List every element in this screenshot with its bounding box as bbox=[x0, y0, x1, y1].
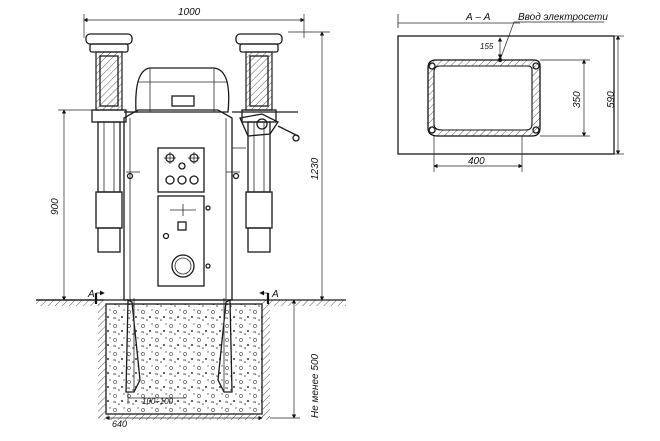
section-mark-right: А bbox=[259, 289, 279, 304]
right-spindle bbox=[226, 33, 300, 253]
control-knob-5 bbox=[177, 175, 187, 185]
dimension-1000: 1000 bbox=[83, 7, 305, 38]
control-knob-4 bbox=[165, 175, 175, 185]
dim-label-155: 155 bbox=[480, 42, 494, 51]
dim-label-1230: 1230 bbox=[310, 157, 321, 180]
anchor-bolt-right bbox=[217, 298, 233, 393]
power-inlet-label: Ввод электросети bbox=[518, 12, 608, 23]
pedestal-plan bbox=[427, 59, 541, 137]
control-knob-2 bbox=[188, 152, 200, 164]
power-inlet-callout: Ввод электросети bbox=[497, 12, 608, 63]
dimension-depth: Не менее 500 bbox=[270, 299, 321, 419]
svg-text:А: А bbox=[87, 289, 95, 300]
dim-label-590: 590 bbox=[606, 91, 617, 108]
dim-label-350: 350 bbox=[572, 91, 583, 108]
anchor-bolt-left bbox=[125, 298, 141, 393]
control-knob-3 bbox=[178, 162, 186, 170]
pedestal bbox=[123, 109, 233, 301]
control-knob-6 bbox=[189, 175, 199, 185]
dim-label-400: 400 bbox=[468, 156, 485, 167]
foundation: 100÷100 640 bbox=[98, 298, 270, 429]
dim-label-depth: Не менее 500 bbox=[310, 353, 321, 418]
dimension-900: 900 bbox=[50, 109, 98, 301]
access-hatch bbox=[171, 254, 195, 278]
svg-text:А: А bbox=[271, 289, 279, 300]
dim-label-1000: 1000 bbox=[178, 7, 201, 18]
dim-label-900: 900 bbox=[50, 198, 61, 215]
dimension-1230: 1230 bbox=[288, 31, 330, 301]
section-view: А – А Ввод электросети 155 350 bbox=[397, 12, 624, 172]
foundation-plan bbox=[397, 35, 615, 155]
section-mark-left: А bbox=[87, 289, 105, 304]
front-view: 1000 1230 900 А А bbox=[36, 7, 346, 429]
dim-label-100: 100÷100 bbox=[142, 397, 174, 406]
control-knob-1 bbox=[164, 152, 176, 164]
section-title: А – А bbox=[465, 12, 491, 23]
left-spindle bbox=[85, 33, 140, 253]
dim-label-640: 640 bbox=[112, 419, 127, 429]
motor-housing bbox=[135, 67, 230, 113]
